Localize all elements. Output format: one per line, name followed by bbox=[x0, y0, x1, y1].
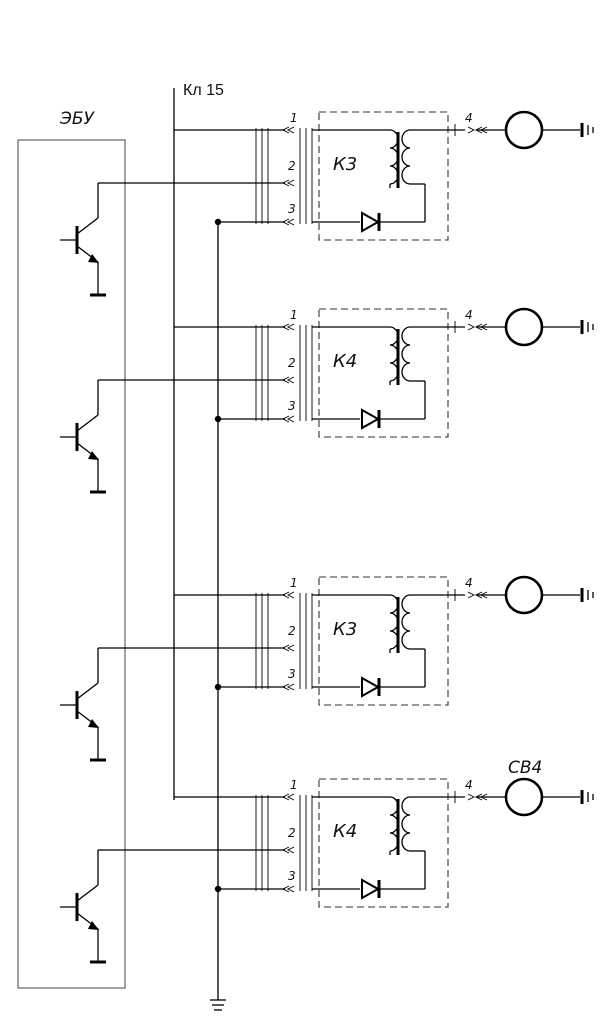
junction-dot-icon bbox=[214, 218, 222, 226]
relay-coil-icon bbox=[312, 796, 465, 889]
pin-label: 3 bbox=[288, 869, 296, 883]
pin-label: 1 bbox=[290, 778, 298, 792]
relay-name: К4 bbox=[333, 351, 357, 372]
relay-channel: 1 2 3 4К3 bbox=[60, 110, 594, 297]
pin-label: 4 bbox=[465, 576, 473, 590]
relay-name: К3 bbox=[333, 619, 357, 640]
relay-channel: 1 2 3 4К4 bbox=[60, 307, 594, 494]
pin-label: 3 bbox=[288, 399, 296, 413]
junction-dot-icon bbox=[214, 683, 222, 691]
ground-icon bbox=[580, 790, 594, 804]
pin-label: 4 bbox=[465, 308, 473, 322]
load-circle-icon bbox=[504, 110, 580, 150]
pin-label: 1 bbox=[290, 111, 298, 125]
ecu-outline bbox=[17, 139, 126, 989]
ground-bus bbox=[210, 222, 226, 1011]
relay-name: К4 bbox=[333, 821, 357, 842]
relay-housing bbox=[318, 308, 449, 438]
pin-label: 2 bbox=[288, 356, 296, 370]
ground-icon bbox=[210, 999, 226, 1011]
relay-housing bbox=[318, 576, 449, 706]
supply-bus: Кл 15 bbox=[173, 82, 224, 800]
npn-transistor-icon bbox=[60, 183, 106, 297]
diode-icon bbox=[312, 211, 425, 233]
pin-label: 2 bbox=[288, 624, 296, 638]
relay-coil-icon bbox=[312, 129, 465, 222]
pin-label: 1 bbox=[290, 308, 298, 322]
ground-icon bbox=[580, 123, 594, 137]
relay-housing bbox=[318, 111, 449, 241]
npn-transistor-icon bbox=[60, 380, 106, 494]
relay-channel: 1 2 3 4К3 bbox=[60, 575, 594, 762]
relay-coil-icon bbox=[312, 594, 465, 687]
relay-coil-icon bbox=[312, 326, 465, 419]
diode-icon bbox=[312, 676, 425, 698]
npn-transistor-icon bbox=[60, 850, 106, 964]
npn-transistor-icon bbox=[60, 648, 106, 762]
supply-label: Кл 15 bbox=[183, 82, 224, 99]
pin-label: 4 bbox=[465, 111, 473, 125]
pin-label: 3 bbox=[288, 667, 296, 681]
load-label: СВ4 bbox=[508, 758, 542, 778]
ecu-module: ЭБУ bbox=[17, 109, 126, 989]
pin-label: 4 bbox=[465, 778, 473, 792]
diode-icon bbox=[312, 408, 425, 430]
ecu-label: ЭБУ bbox=[59, 109, 96, 129]
pin-label: 3 bbox=[288, 202, 296, 216]
load-circle-icon bbox=[504, 777, 580, 817]
ground-icon bbox=[580, 320, 594, 334]
load-circle-icon bbox=[504, 575, 580, 615]
junction-dot-icon bbox=[214, 885, 222, 893]
load-circle-icon bbox=[504, 307, 580, 347]
relay-name: К3 bbox=[333, 154, 357, 175]
relay-channel: 1 2 3 4К4 СВ4 bbox=[60, 758, 594, 964]
pin-label: 2 bbox=[288, 159, 296, 173]
ground-icon bbox=[580, 588, 594, 602]
diode-icon bbox=[312, 878, 425, 900]
pin-label: 1 bbox=[290, 576, 298, 590]
junction-dot-icon bbox=[214, 415, 222, 423]
pin-label: 2 bbox=[288, 826, 296, 840]
relay-housing bbox=[318, 778, 449, 908]
